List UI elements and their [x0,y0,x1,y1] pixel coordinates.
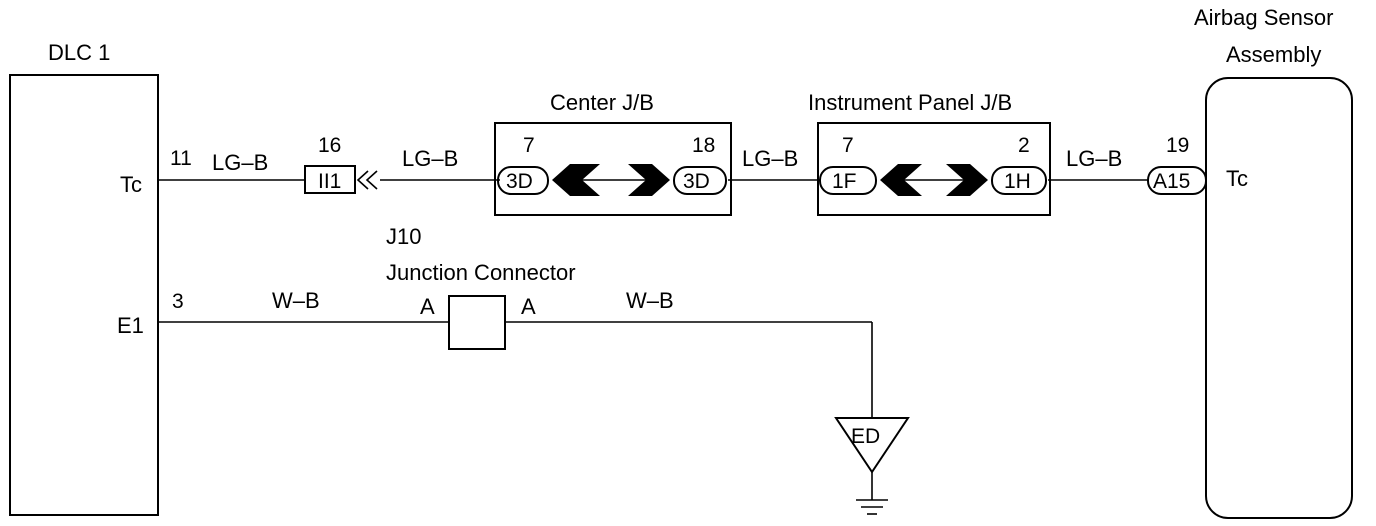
dlc1-e1-label: E1 [117,313,144,338]
ii1-connector [304,165,356,194]
dlc1-box [9,74,159,516]
ip-jb-box [817,122,1051,216]
ip-jb-chevron-left [880,164,922,196]
junction-name: Junction Connector [386,260,576,285]
wire-label-wb-1: W–B [272,288,320,313]
a15-pin-number: 19 [1166,134,1189,157]
dlc1-tc-label: Tc [120,172,142,197]
center-jb-title: Center J/B [550,90,654,115]
ip-jb-conn-right [991,166,1047,195]
tc-pin-number: 11 [170,147,192,170]
ip-jb-chevron-right [946,164,988,196]
center-jb-conn-left-label: 3D [506,170,533,193]
a15-connector [1147,166,1207,195]
ii1-label: II1 [318,170,341,193]
airbag-title-line1: Airbag Sensor [1194,5,1333,30]
ground-icon [856,499,888,515]
airbag-title-line2: Assembly [1226,42,1321,67]
center-jb-box [494,122,732,216]
center-jb-pin-right: 18 [692,134,715,157]
center-jb-pin-left: 7 [523,134,535,157]
ip-jb-title: Instrument Panel J/B [808,90,1012,115]
airbag-sensor-box [1205,77,1353,519]
center-jb-conn-right-label: 3D [683,170,710,193]
center-jb-chevron-right [628,164,670,196]
ip-jb-conn-left-label: 1F [832,170,857,193]
ip-jb-conn-right-label: 1H [1004,170,1031,193]
e1-pin-number: 3 [172,290,184,313]
ii1-plug-symbol [356,170,378,190]
wire-label-wb-2: W–B [626,288,674,313]
center-jb-conn-left [497,166,549,195]
junction-pin-right: A [521,294,536,319]
ground-point-triangle [834,417,910,474]
junction-connector-box [448,295,506,350]
junction-pin-left: A [420,294,435,319]
ip-jb-pin-right: 2 [1018,134,1030,157]
ip-jb-pin-left: 7 [842,134,854,157]
ground-point-label: ED [851,425,880,448]
wire-label-lgb-1: LG–B [212,150,268,175]
wire-label-lgb-3: LG–B [742,146,798,171]
airbag-tc-label: Tc [1226,166,1248,191]
center-jb-conn-right [673,166,727,195]
wire-label-lgb-4: LG–B [1066,146,1122,171]
a15-label: A15 [1153,170,1190,193]
junction-id: J10 [386,224,421,249]
ip-jb-conn-left [819,166,877,195]
wire-label-lgb-2: LG–B [402,146,458,171]
dlc1-title: DLC 1 [48,40,110,65]
ii1-pin-number: 16 [318,134,341,157]
center-jb-chevron-left [552,164,600,196]
